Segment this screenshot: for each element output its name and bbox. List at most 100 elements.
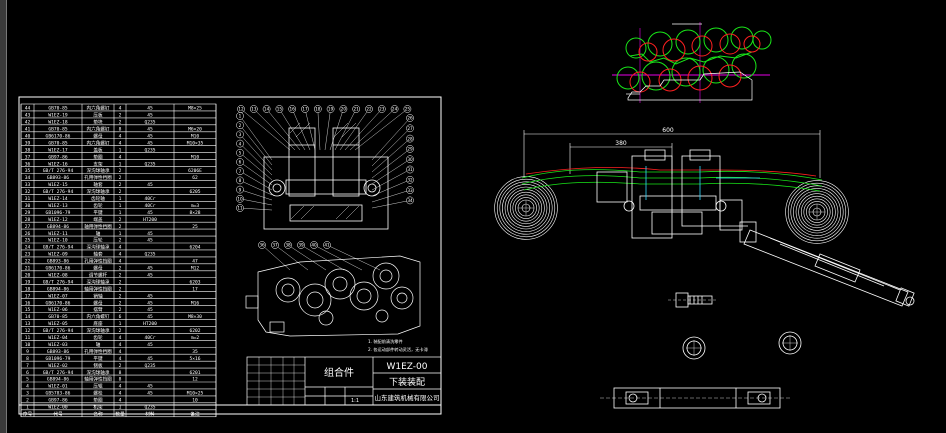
bom-cell: 5×16 — [189, 356, 200, 362]
part-balloon: 11 — [237, 206, 243, 211]
part-balloon: 41 — [324, 243, 330, 248]
bom-cell: 43 — [25, 113, 31, 119]
bom-cell: W1EZ-07 — [48, 293, 68, 299]
bom-cell: 3 — [26, 391, 29, 397]
bom-cell: 44 — [25, 106, 31, 112]
bom-cell: W1EZ-10 — [48, 238, 68, 244]
bom-cell: 8×28 — [189, 210, 200, 216]
bom-cell: 8 — [26, 356, 29, 362]
gear-train-view — [245, 241, 421, 337]
bom-cell: 支架 — [93, 160, 103, 167]
bom-cell: 2 — [119, 182, 122, 188]
bom-cell: 45 — [147, 238, 153, 244]
bom-cell: 45 — [147, 231, 153, 237]
bom-cell: 4 — [119, 106, 122, 112]
part-balloon: 26 — [407, 116, 413, 121]
bom-cell: 45 — [147, 293, 153, 299]
bom-cell: 平键 — [93, 355, 103, 362]
bom-cell: 35 — [25, 168, 31, 174]
bom-cell: 10 — [192, 398, 198, 404]
bom-cell: 45 — [147, 140, 153, 146]
bom-cell: 19 — [25, 279, 31, 285]
bom-cell: 18 — [25, 286, 31, 292]
bom-cell: 4 — [119, 133, 122, 139]
bom-cell: 45 — [147, 272, 153, 278]
part-balloon: 6 — [239, 160, 242, 165]
bom-cell: 45 — [147, 113, 153, 119]
assembly-note: 2. 各运动部件转动灵活，无卡滞 — [368, 346, 428, 353]
bom-cell: 螺母 — [93, 265, 103, 272]
bom-cell: 20 — [25, 272, 31, 278]
bom-cell: 孔用弹性挡圈 — [84, 258, 112, 265]
title-block-drawing-number: W1EZ-00 — [386, 362, 427, 372]
bom-cell: 6 — [119, 314, 122, 320]
part-balloon: 19 — [328, 107, 334, 112]
bom-cell: 1 — [119, 203, 122, 209]
bom-cell: 垫圈 — [93, 153, 103, 160]
bom-cell: 45 — [147, 106, 153, 112]
bom-cell: 4 — [119, 245, 122, 251]
bom-cell: 17 — [192, 286, 198, 292]
bom-cell: GB/T 276-94 — [43, 328, 74, 334]
bom-cell: 2 — [119, 120, 122, 126]
part-balloon: 28 — [407, 136, 413, 141]
bom-cell: GB894-86 — [47, 286, 69, 292]
detail-nut-right — [778, 331, 802, 355]
part-balloon: 36 — [259, 243, 265, 248]
part-balloon: 23 — [379, 107, 385, 112]
bom-cell: 2 — [26, 398, 29, 404]
bom-cell: W1EZ-19 — [48, 113, 68, 119]
bom-cell: 6202 — [189, 328, 200, 334]
part-balloon: 16 — [290, 107, 296, 112]
part-balloon: 1 — [239, 114, 242, 119]
section-view — [236, 105, 414, 230]
bom-cell: 深沟球轴承 — [87, 188, 110, 195]
bom-cell: GB70-85 — [48, 106, 68, 112]
part-balloon: 3 — [239, 132, 242, 137]
part-balloon: 33 — [407, 188, 413, 193]
bom-cell: W1EZ-06 — [48, 307, 68, 313]
bom-cell: 6206E — [188, 168, 202, 174]
part-balloon: 40 — [311, 243, 317, 248]
bom-cell: 深沟球轴承 — [87, 278, 110, 285]
bom-cell: 34 — [25, 175, 31, 181]
bom-header-cell: 备注 — [190, 410, 200, 417]
bom-cell: W1EZ-17 — [48, 147, 68, 153]
detail-bolt — [668, 292, 718, 308]
bom-cell: GB/T 276-94 — [43, 279, 74, 285]
bom-cell: 1 — [119, 405, 122, 411]
bom-cell: 23 — [25, 252, 31, 258]
part-balloon: 4 — [239, 141, 242, 146]
bom-cell: GB893-86 — [47, 175, 69, 181]
bom-cell: W1EZ-11 — [48, 231, 68, 237]
bom-cell: 62 — [192, 175, 198, 181]
bom-cell: M10 — [191, 154, 200, 160]
bom-cell: Q235 — [144, 363, 155, 369]
bom-cell: 14 — [25, 314, 31, 320]
bom-cell: 2 — [119, 307, 122, 313]
bom-cell: 6 — [26, 370, 29, 376]
part-balloon: 32 — [407, 178, 413, 183]
bom-cell: GB97-86 — [48, 154, 68, 160]
part-balloon: 12 — [238, 107, 244, 112]
bom-cell: 38 — [25, 147, 31, 153]
bom-cell: 4 — [119, 335, 122, 341]
bom-cell: 压轮 — [93, 237, 103, 244]
bom-cell: 轴用弹性挡圈 — [84, 223, 112, 230]
bom-cell: 6205 — [189, 189, 200, 195]
bom-cell: 1 — [119, 196, 122, 202]
bom-cell: 内六角螺钉 — [87, 126, 110, 133]
bom-cell: 25 — [25, 238, 31, 244]
part-balloon: 20 — [341, 107, 347, 112]
part-balloon: 2 — [239, 123, 242, 128]
part-balloon: 22 — [366, 107, 372, 112]
bom-cell: 22 — [25, 259, 31, 265]
bom-cell: 深沟球轴承 — [87, 369, 110, 376]
bom-cell: 螺栓 — [93, 390, 103, 397]
bom-cell: GB6170-86 — [46, 266, 71, 272]
part-balloon: 7 — [239, 169, 242, 174]
bom-cell: W1EZ-16 — [48, 161, 68, 167]
bom-cell: 压板 — [93, 112, 103, 119]
